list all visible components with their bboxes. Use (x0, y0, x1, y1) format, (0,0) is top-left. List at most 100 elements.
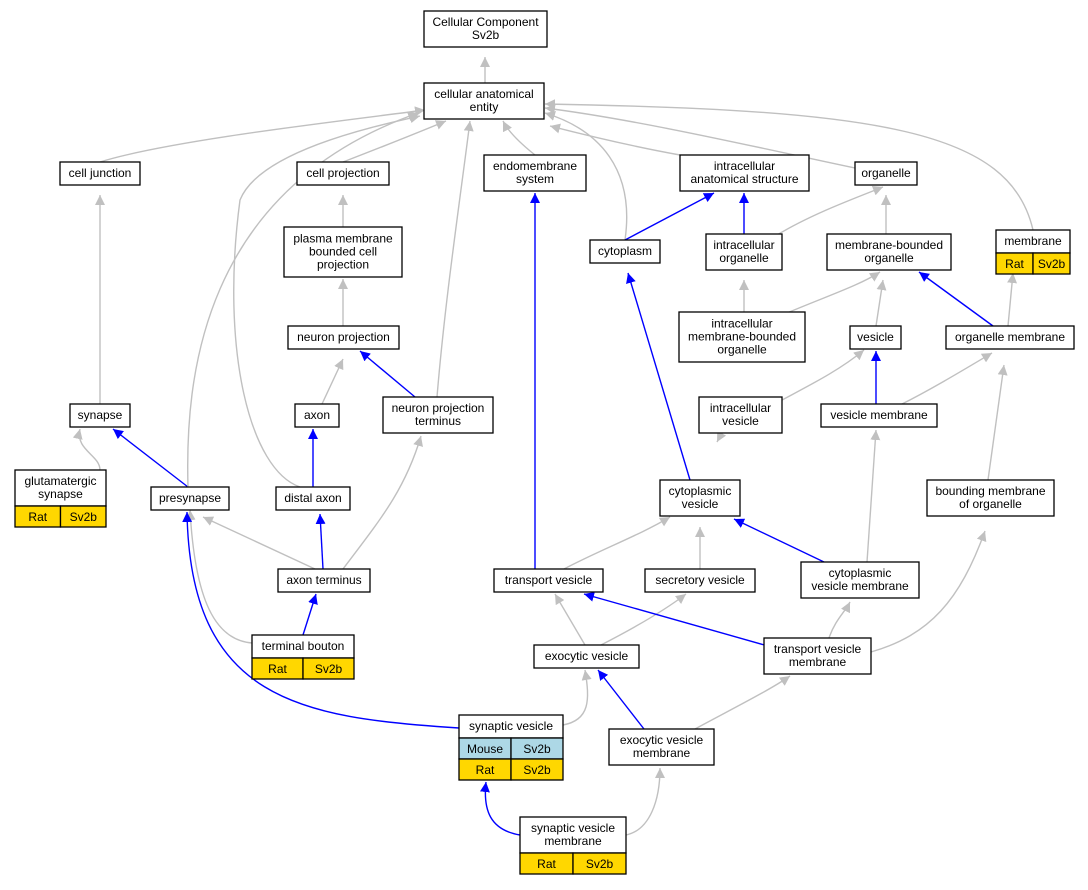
node-label: Sv2b (472, 28, 500, 42)
node-label: vesicle membrane (811, 579, 909, 593)
node-label: cytoplasmic (829, 566, 892, 580)
node-label: organelle (717, 343, 767, 357)
svg-text:Rat: Rat (476, 763, 495, 777)
edge-25-blue (359, 350, 416, 398)
svg-text:Rat: Rat (537, 857, 556, 871)
edge-36-gray (202, 516, 316, 570)
node-label: Cellular Component (432, 15, 539, 29)
edge-12-blue (624, 192, 715, 241)
node-box (763, 637, 872, 675)
annotation-cell-rat: Rat (458, 758, 512, 781)
node-label: membrane-bounded (688, 330, 796, 344)
annotation-cell-sv2b: Sv2b (510, 758, 564, 781)
node-axon[interactable]: axon (294, 403, 340, 428)
node-label: neuron projection (297, 330, 390, 344)
node-label: transport vesicle (505, 573, 593, 587)
annotation-cell-rat: Rat (995, 252, 1034, 275)
node-synapse[interactable]: synapse (69, 403, 131, 428)
node-box (483, 154, 587, 192)
svg-text:Sv2b: Sv2b (586, 857, 614, 871)
node-label: cellular anatomical (434, 87, 533, 101)
edge-37-blue (315, 513, 326, 570)
node-box (277, 568, 371, 593)
node-label: vesicle membrane (830, 408, 928, 422)
svg-text:Rat: Rat (268, 662, 287, 676)
node-box (423, 10, 548, 48)
edge-50-gray (870, 530, 987, 653)
node-cell-projection[interactable]: cell projection (296, 161, 390, 186)
edge-49-gray (828, 601, 851, 639)
node-org-membrane[interactable]: organelle membrane (945, 325, 1075, 350)
node-label: cytoplasm (598, 244, 652, 258)
edge-33-gray (233, 113, 421, 488)
node-label: organelle (864, 251, 914, 265)
node-label: presynapse (159, 491, 221, 505)
node-vesicle[interactable]: vesicle (849, 325, 902, 350)
node-label: transport vesicle (774, 642, 862, 656)
node-label: membrane (789, 655, 847, 669)
edge-3-gray (342, 120, 447, 163)
node-label: cell junction (69, 166, 132, 180)
node-distal-axon[interactable]: distal axon (275, 486, 351, 511)
node-presynapse[interactable]: presynapse (150, 486, 230, 511)
edge-5-gray (549, 123, 681, 156)
edge-7-gray (544, 99, 1034, 231)
svg-text:Sv2b: Sv2b (70, 510, 98, 524)
node-label: anatomical structure (690, 172, 798, 186)
node-box (294, 403, 340, 428)
edge-20-gray (786, 271, 881, 314)
svg-text:Sv2b: Sv2b (523, 742, 551, 756)
node-cell-junction[interactable]: cell junction (59, 161, 141, 186)
node-ves-membrane[interactable]: vesicle membrane (820, 403, 938, 428)
edge-31-blue (112, 428, 189, 488)
edge-8-gray (544, 111, 628, 241)
node-label: secretory vesicle (655, 573, 745, 587)
node-label: membrane (544, 834, 602, 848)
node-neuron-proj[interactable]: neuron projection (287, 325, 400, 350)
node-label: synapse (38, 487, 83, 501)
node-organelle[interactable]: organelle (854, 161, 918, 186)
node-label: system (516, 172, 554, 186)
edge-27-gray (781, 349, 865, 401)
node-label: synaptic vesicle (469, 719, 553, 733)
node-transport-ves[interactable]: transport vesicle (493, 568, 604, 593)
node-box (849, 325, 902, 350)
node-box (493, 568, 604, 593)
edge-42-blue (733, 518, 825, 563)
node-label: terminal bouton (262, 639, 345, 653)
edge-54-gray (694, 675, 791, 730)
node-exo-ves[interactable]: exocytic vesicle (533, 644, 640, 669)
node-box (283, 226, 403, 278)
annotation-cell-sv2b: Sv2b (59, 505, 107, 528)
node-label: intracellular (713, 238, 774, 252)
node-secretory-ves[interactable]: secretory vesicle (644, 568, 756, 593)
node-box (287, 325, 400, 350)
node-label: projection (317, 258, 369, 272)
edge-47-gray (600, 593, 687, 646)
node-axon-term[interactable]: axon terminus (277, 568, 371, 593)
svg-text:Rat: Rat (28, 510, 47, 524)
node-cytoplasm[interactable]: cytoplasm (589, 239, 661, 264)
edge-53-blue (597, 669, 645, 730)
